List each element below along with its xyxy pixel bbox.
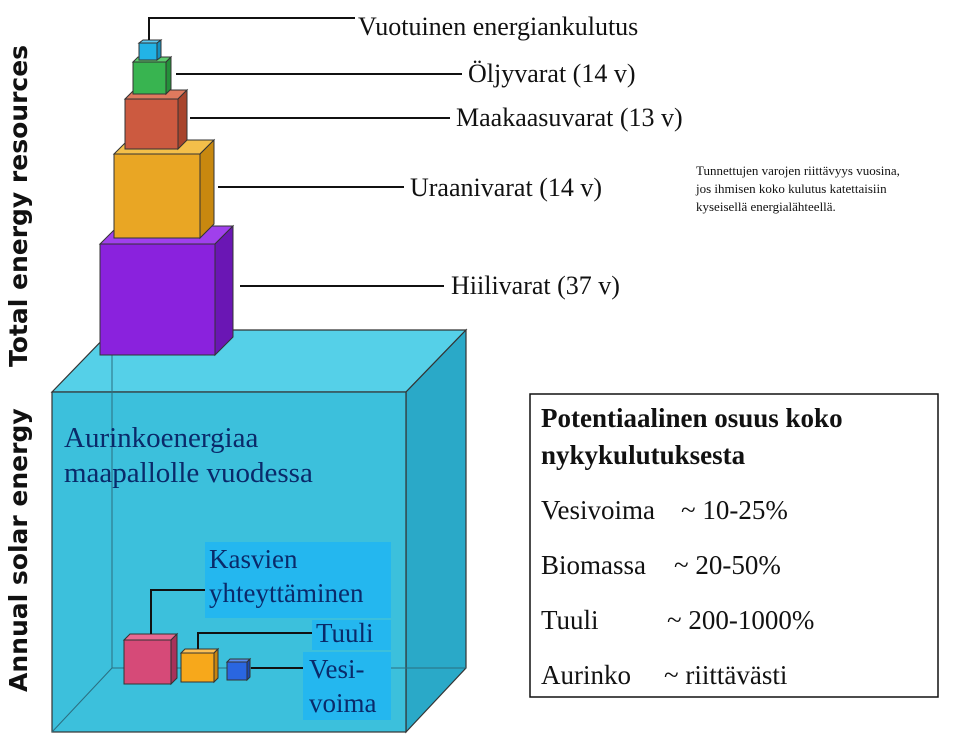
potential-row-value: ~ 200-1000%	[667, 605, 815, 635]
potential-row-value: ~ 10-25%	[681, 495, 788, 525]
hydro-label-bg	[303, 652, 391, 720]
coal-reserves-label: Hiilivarat (37 v)	[451, 271, 620, 300]
potential-row-name: Vesivoima	[541, 495, 655, 525]
potential-title-line-1: Potentiaalinen osuus koko	[541, 403, 843, 433]
oil-reserves-label: Öljyvarat (14 v)	[468, 59, 636, 88]
biomass-connector	[150, 589, 205, 634]
potential-row-name: Tuuli	[541, 605, 599, 635]
gas-reserves-label: Maakaasuvarat (13 v)	[456, 103, 683, 132]
oil-cube	[131, 55, 173, 96]
potential-row-value: ~ riittävästi	[664, 660, 788, 690]
wind-label: Tuuli	[316, 618, 374, 648]
solar-energy-cube	[50, 328, 468, 734]
coal-cube	[98, 224, 235, 357]
photosynthesis-label-bg	[205, 542, 391, 618]
potential-title-line-2: nykykulutuksesta	[541, 440, 746, 470]
hydro-label-line-2: voima	[309, 688, 377, 718]
hydro-cube	[225, 657, 252, 682]
consumption-label: Vuotuinen energiankulutus	[358, 12, 639, 41]
note-line-3: kyseisellä energialähteellä.	[696, 199, 836, 214]
wind-label-bg	[312, 620, 391, 650]
uranium-cube	[112, 138, 216, 240]
note-line-1: Tunnettujen varojen riittävyys vuosina,	[696, 163, 900, 178]
solar-title-line-2: maapallolle vuodessa	[64, 457, 313, 489]
photosynthesis-label-line-2: yhteyttäminen	[209, 578, 364, 608]
gas-cube	[123, 88, 189, 151]
uranium-reserves-label: Uraanivarat (14 v)	[410, 173, 603, 202]
solar-title-line-1: Aurinkoenergiaa	[64, 422, 259, 454]
potential-row-value: ~ 20-50%	[674, 550, 781, 580]
biomass-cube	[122, 632, 179, 686]
photosynthesis-label-line-1: Kasvien	[209, 544, 298, 574]
consumption-connector	[148, 17, 355, 40]
potential-box	[529, 393, 939, 698]
potential-row-name: Biomassa	[541, 550, 646, 580]
wind-connector	[197, 632, 312, 649]
potential-row-name: Aurinko	[541, 660, 631, 690]
note-line-2: jos ihmisen koko kulutus katettaisiin	[696, 181, 887, 196]
wind-cube	[179, 647, 220, 684]
consumption-cube	[137, 39, 163, 61]
hydro-label-line-1: Vesi-	[309, 654, 365, 684]
